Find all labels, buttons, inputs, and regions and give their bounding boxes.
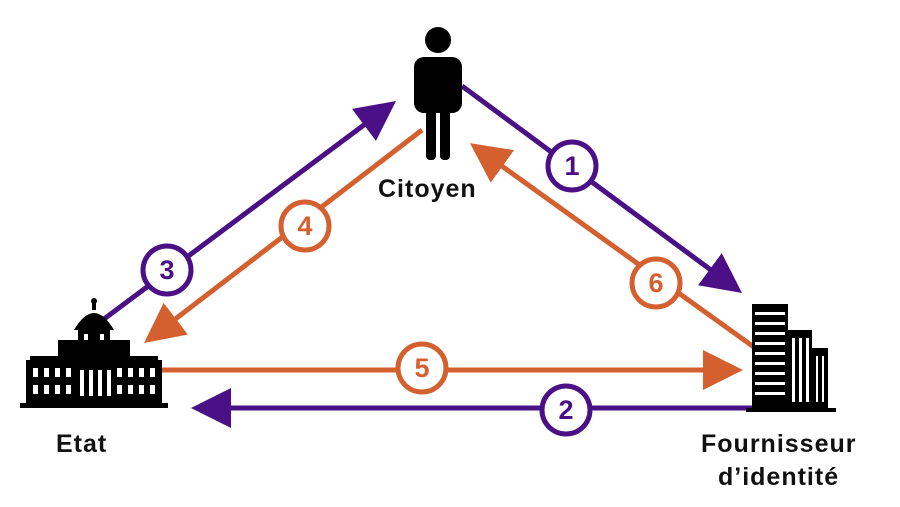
step-number-1: 1 [564, 151, 579, 181]
citizen-label: Citoyen [378, 175, 477, 203]
step-badge-6: 6 [629, 256, 683, 310]
provider-label-line1: Fournisseur [701, 430, 856, 458]
step-badges: 1 2 3 4 5 6 [140, 139, 683, 437]
arrow-step-1 [460, 83, 743, 293]
step-badge-2: 2 [539, 383, 593, 437]
arrow-step-6 [469, 143, 760, 353]
step-badge-4: 4 [278, 199, 332, 253]
person-icon [414, 27, 462, 160]
government-building-icon [20, 298, 168, 408]
arrow-step-3 [98, 101, 397, 325]
provider-node: Fournisseur d’identité [701, 304, 856, 491]
step-number-3: 3 [159, 255, 174, 285]
citizen-node: Citoyen [378, 27, 477, 203]
step-number-5: 5 [414, 353, 429, 383]
step-badge-3: 3 [140, 243, 194, 297]
step-badge-1: 1 [545, 139, 599, 193]
step-badge-5: 5 [395, 341, 449, 395]
step-number-2: 2 [558, 395, 573, 425]
step-number-4: 4 [297, 211, 312, 241]
state-node: Etat [20, 298, 168, 458]
step-number-6: 6 [648, 268, 663, 298]
state-label: Etat [56, 430, 107, 458]
provider-label-line2: d’identité [718, 463, 839, 491]
office-building-icon [746, 304, 836, 412]
